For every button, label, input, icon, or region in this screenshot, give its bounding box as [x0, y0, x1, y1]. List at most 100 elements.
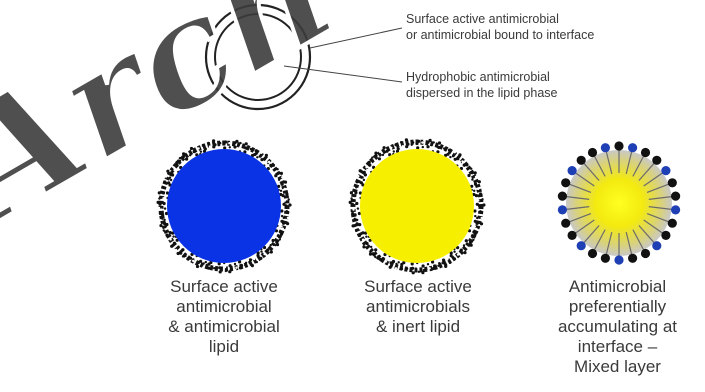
crust-particle: [284, 181, 287, 184]
crust-particle: [442, 261, 445, 264]
crust-particle: [193, 150, 196, 153]
crust-particle: [422, 264, 425, 267]
crust-particle: [421, 141, 423, 143]
crust-particle: [475, 198, 477, 200]
crust-particle: [467, 174, 470, 177]
crust-particle: [169, 238, 171, 240]
crust-particle: [234, 269, 236, 271]
crust-particle: [219, 270, 222, 273]
crust-particle: [163, 229, 165, 231]
crust-particle: [362, 239, 364, 241]
crust-particle: [354, 191, 357, 194]
crust-particle: [358, 234, 361, 237]
crust-particle: [281, 198, 283, 200]
lipid-head-dot: [641, 148, 650, 157]
caption-line: preferentially: [530, 297, 705, 317]
crust-particle: [185, 158, 188, 161]
crust-particle: [354, 218, 356, 220]
crust-particle: [355, 197, 357, 199]
crust-particle: [453, 257, 456, 260]
crust-particle: [182, 255, 184, 257]
crust-particle: [378, 157, 381, 160]
crust-particle: [253, 258, 255, 260]
crust-particle: [382, 154, 384, 156]
crust-particle: [169, 177, 171, 179]
crust-particle: [179, 160, 181, 162]
crust-particle: [374, 256, 376, 258]
crust-particle: [398, 261, 400, 263]
crust-particle: [249, 152, 251, 154]
crust-particle: [474, 225, 476, 227]
crust-particle: [250, 148, 252, 150]
crust-particle: [270, 244, 272, 246]
crust-particle: [173, 167, 175, 169]
crust-particle: [173, 169, 175, 171]
crust-particle: [275, 241, 278, 244]
caption-line: antimicrobial: [134, 297, 314, 317]
crust-particle: [405, 138, 408, 141]
crust-particle: [364, 173, 367, 176]
crust-particle: [387, 259, 389, 261]
crust-particle: [256, 261, 258, 263]
crust-particle: [259, 155, 261, 157]
crust-particle: [255, 149, 258, 152]
crust-particle: [280, 190, 282, 192]
crust-particle: [433, 264, 436, 267]
crust-particle: [282, 203, 285, 206]
crust-particle: [365, 166, 367, 168]
crust-particle: [245, 142, 248, 145]
crust-particle: [453, 251, 455, 253]
crust-particle: [278, 179, 280, 181]
crust-particle: [171, 173, 174, 176]
crust-particle: [184, 255, 186, 257]
crust-particle: [224, 266, 226, 268]
crust-particle: [470, 244, 473, 247]
crust-particle: [362, 245, 365, 248]
crust-particle: [213, 263, 215, 265]
crust-particle: [222, 142, 225, 145]
crust-particle: [166, 170, 169, 173]
crust-particle: [458, 153, 461, 156]
crust-particle: [446, 258, 448, 260]
crust-particle: [351, 203, 354, 206]
crust-particle: [393, 150, 395, 152]
crust-particle: [433, 141, 435, 143]
crust-particle: [355, 202, 358, 205]
crust-particle: [355, 186, 357, 188]
crust-particle: [172, 235, 174, 237]
crust-particle: [274, 168, 276, 170]
crust-particle: [426, 145, 429, 148]
crust-particle: [182, 162, 184, 164]
crust-particle: [230, 268, 233, 271]
lipid-head-dot: [668, 219, 677, 228]
crust-particle: [202, 266, 204, 268]
crust-particle: [385, 150, 388, 153]
crust-particle: [219, 142, 221, 144]
crust-particle: [218, 266, 221, 269]
crust-particle: [280, 225, 282, 227]
lipid-head-dot: [668, 178, 677, 187]
crust-particle: [276, 168, 278, 170]
crust-particle: [372, 159, 374, 161]
crust-particle: [197, 147, 199, 149]
crust-particle: [350, 191, 353, 194]
crust-particle: [194, 259, 196, 261]
crust-particle: [442, 152, 444, 154]
crust-particle: [367, 249, 369, 251]
crust-particle: [203, 262, 205, 264]
crust-particle: [260, 158, 263, 161]
lipid-head-dot: [568, 231, 577, 240]
crust-particle: [459, 161, 461, 163]
lipid-head-dot: [588, 249, 597, 258]
crust-particle: [355, 180, 358, 183]
crust-particle: [377, 255, 379, 257]
crust-particle: [274, 235, 276, 237]
antimicrobial-head-dot: [568, 166, 577, 175]
crust-particle: [477, 188, 479, 190]
crust-particle: [471, 178, 473, 180]
crust-particle: [268, 161, 270, 163]
crust-particle: [263, 253, 265, 255]
crust-particle: [357, 175, 359, 177]
lipid-head-dot: [661, 231, 670, 240]
crust-particle: [390, 147, 392, 149]
